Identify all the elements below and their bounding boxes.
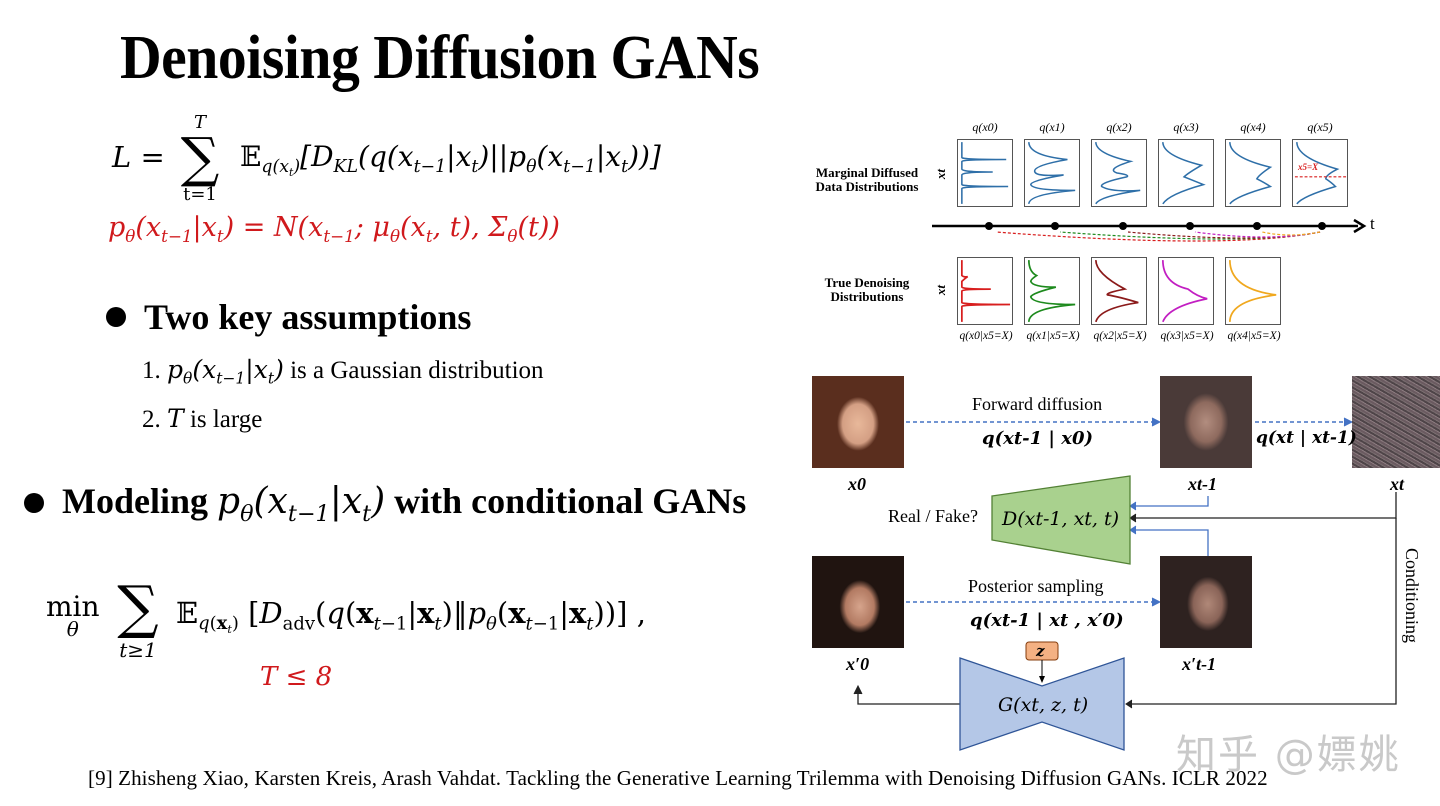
label-xt-minus-1-prime: x′t-1 — [1182, 654, 1217, 674]
row-label-line: Marginal Diffused — [815, 165, 919, 180]
heading-math: pθ(xt−1|xt) — [217, 481, 386, 527]
image-xt-minus-1-prime — [1160, 556, 1252, 648]
row-label-line: Distributions — [830, 289, 904, 304]
denoising-label: q(x2|x5=X) — [1093, 330, 1147, 342]
forward-eq-2: q(xt | xt-1) — [1256, 428, 1357, 448]
item-number: 2. — [142, 406, 161, 433]
summation: T ∑ t=1 — [170, 112, 230, 205]
label-xt: xt — [1390, 474, 1405, 494]
denoising-plot-2 — [1091, 257, 1147, 325]
axis-label: xt — [933, 284, 949, 296]
marginal-plot-3 — [1158, 139, 1214, 207]
heading-text: Modeling pθ(xt−1|xt) with conditional GA… — [62, 480, 746, 527]
discriminator-label: D(xt-1, xt, t) — [1002, 508, 1120, 530]
marginal-label: q(x3) — [1173, 120, 1199, 134]
image-xt — [1352, 376, 1440, 468]
summation: ∑t≥1 — [108, 576, 168, 662]
marginal-plot-2 — [1091, 139, 1147, 207]
forward-eq-1: q(xt-1 | x0) — [982, 428, 1093, 449]
item-number: 1. — [142, 357, 161, 384]
marginal-label: q(x2) — [1106, 120, 1132, 134]
denoising-plot-0 — [957, 257, 1013, 325]
citation: [9] Zhisheng Xiao, Karsten Kreis, Arash … — [88, 766, 1268, 790]
loss-rhs: 𝔼q(xt)[DKL(q(xt−1|xt)||pθ(xt−1|xt))] — [240, 140, 661, 179]
label-x0-prime: x′0 — [846, 654, 870, 674]
bullet-icon — [106, 307, 126, 327]
assumption-item-2: 2. T is large — [142, 404, 262, 434]
objective-body: 𝔼q(xt) [Dadv(q(xt−1|xt)‖pθ(xt−1|xt))] , — [176, 596, 646, 637]
heading-post: with conditional GANs — [385, 481, 747, 521]
denoising-label: q(x3|x5=X) — [1160, 330, 1214, 342]
denoising-plot-1 — [1024, 257, 1080, 325]
section-heading-assumptions: Two key assumptions — [106, 296, 471, 338]
marginal-label: q(x1) — [1039, 120, 1065, 134]
image-xt-minus-1 — [1160, 376, 1252, 468]
real-fake-label: Real / Fake? — [888, 506, 978, 526]
bullet-icon — [24, 493, 44, 514]
noise-z-label: z — [1036, 642, 1045, 660]
denoising-label: q(x1|x5=X) — [1026, 330, 1080, 342]
sum-lower-limit: t≥1 — [119, 638, 157, 662]
row-label-denoising: True Denoising Distributions — [804, 276, 930, 304]
denoising-label: q(x0|x5=X) — [959, 330, 1013, 342]
gaussian-equation: pθ(xt−1|xt) = N(xt−1; μθ(xt, t), Σθ(t)) — [108, 212, 560, 246]
ddgan-pipeline-figure: Forward diffusion q(xt-1 | x0) q(xt | xt… — [800, 370, 1440, 760]
marginal-plot-1 — [1024, 139, 1080, 207]
label-x0: x0 — [848, 474, 866, 494]
denoising-plot-3 — [1158, 257, 1214, 325]
time-axis-label: t — [1370, 214, 1375, 233]
min-text: min — [46, 590, 100, 623]
denoising-label: q(x4|x5=X) — [1227, 330, 1281, 342]
axis-label: xt — [933, 168, 949, 180]
row-label-line: True Denoising — [824, 275, 910, 290]
sum-lower-limit: t=1 — [183, 184, 217, 205]
image-x0 — [812, 376, 904, 468]
step-constraint: T ≤ 8 — [260, 662, 333, 692]
posterior-sampling-label: Posterior sampling — [968, 576, 1104, 596]
slide-title: Denoising Diffusion GANs — [120, 24, 760, 92]
marginal-label: q(x4) — [1240, 120, 1266, 134]
row-label-marginal: Marginal Diffused Data Distributions — [804, 166, 930, 194]
marginal-label: q(x5) — [1307, 120, 1333, 134]
item-text: is large — [183, 406, 263, 433]
item-text: is a Gaussian distribution — [283, 357, 544, 384]
marginal-plot-4 — [1225, 139, 1281, 207]
sigma-symbol: ∑ — [117, 573, 159, 641]
denoising-plot-4 — [1225, 257, 1281, 325]
row-label-line: Data Distributions — [815, 179, 919, 194]
timeline — [932, 218, 1367, 242]
sigma-symbol: ∑ — [180, 126, 220, 189]
sum-upper-limit: T — [193, 112, 206, 133]
heading-pre: Modeling — [62, 481, 218, 521]
assumption-item-1: 1. pθ(xt−1|xt) is a Gaussian distributio… — [142, 355, 544, 387]
watermark: 知乎 @嫖姚 — [1176, 732, 1401, 778]
marginal-plot-5: x5=X — [1292, 139, 1348, 207]
marginal-plot-0 — [957, 139, 1013, 207]
label-xt-minus-1: xt-1 — [1188, 474, 1217, 494]
section-heading-modeling: Modeling pθ(xt−1|xt) with conditional GA… — [24, 480, 746, 527]
diffusion-distributions-figure: Marginal Diffused Data Distributions xt … — [800, 112, 1440, 352]
forward-diffusion-label: Forward diffusion — [972, 394, 1103, 414]
item-math: T — [167, 404, 184, 433]
posterior-eq: q(xt-1 | xt , x′0) — [970, 610, 1124, 631]
pipeline-connectors — [853, 417, 1397, 751]
loss-lhs: L = — [112, 140, 165, 174]
marginal-label: q(x0) — [972, 120, 998, 134]
x5-marker-label: x5=X — [1298, 162, 1319, 172]
image-x0-prime — [812, 556, 904, 648]
item-math: pθ(xt−1|xt) — [167, 355, 284, 388]
conditioning-label: Conditioning — [1402, 548, 1422, 644]
min-subscript: θ — [66, 617, 79, 641]
heading-text: Two key assumptions — [144, 297, 472, 337]
loss-equation: L = T ∑ t=1 𝔼q(xt)[DKL(q(xt−1|xt)||pθ(xt… — [112, 108, 672, 208]
generator-label: G(xt, z, t) — [998, 694, 1089, 716]
